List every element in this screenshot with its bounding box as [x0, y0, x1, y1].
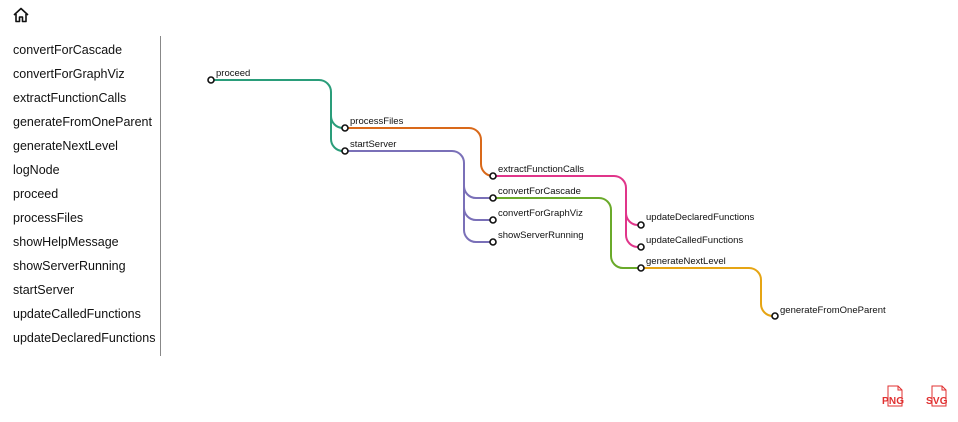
function-list-item[interactable]: convertForCascade [13, 43, 123, 57]
node-generateNextLevel[interactable] [637, 264, 645, 272]
function-list-item[interactable]: generateFromOneParent [13, 115, 152, 129]
node-label: processFiles [350, 116, 404, 127]
node-convertForGraphViz[interactable] [489, 216, 497, 224]
node-label: convertForGraphViz [498, 208, 583, 219]
function-list-item[interactable]: convertForGraphViz [13, 67, 125, 81]
node-label: showServerRunning [498, 230, 584, 241]
node-label: extractFunctionCalls [498, 164, 584, 175]
link-startServer [463, 186, 492, 221]
node-updateDeclaredFunctions[interactable] [637, 221, 645, 229]
node-startServer[interactable] [341, 147, 349, 155]
link-extractFunctionCalls [625, 213, 641, 248]
node-label: convertForCascade [498, 186, 581, 197]
node-label: generateFromOneParent [780, 305, 886, 316]
function-list-item[interactable]: updateCalledFunctions [13, 307, 141, 321]
function-list-item[interactable]: startServer [13, 283, 75, 297]
node-label: updateCalledFunctions [646, 235, 743, 246]
node-label: startServer [350, 139, 396, 150]
node-updateCalledFunctions[interactable] [637, 243, 645, 251]
node-showServerRunning[interactable] [489, 238, 497, 246]
function-list-item[interactable]: proceed [13, 187, 59, 201]
function-list: convertForCascade convertForGraphViz ext… [0, 36, 161, 356]
link-convertForCascade [493, 197, 641, 269]
function-list-item[interactable]: generateNextLevel [13, 139, 118, 153]
node-processFiles[interactable] [341, 124, 349, 132]
function-list-item[interactable]: updateDeclaredFunctions [13, 331, 156, 345]
download-svg-button[interactable]: SVG [924, 384, 954, 412]
function-list-item[interactable]: extractFunctionCalls [13, 91, 127, 105]
download-png-button[interactable]: PNG [880, 384, 910, 412]
svg-file-icon [931, 385, 947, 407]
png-file-icon [887, 385, 903, 407]
node-label: proceed [216, 68, 250, 79]
function-list-item[interactable]: logNode [13, 163, 60, 177]
function-list-item[interactable]: showHelpMessage [13, 235, 119, 249]
link-startServer [345, 150, 492, 199]
node-extractFunctionCalls[interactable] [489, 172, 497, 180]
node-proceed[interactable] [207, 76, 215, 84]
node-label: updateDeclaredFunctions [646, 212, 755, 223]
link-generateNextLevel [641, 267, 775, 317]
svg-label: SVG [926, 396, 948, 407]
node-label: generateNextLevel [646, 256, 726, 267]
node-convertForCascade[interactable] [489, 194, 497, 202]
function-list-item[interactable]: processFiles [13, 211, 84, 225]
png-label: PNG [882, 396, 905, 407]
function-list-item[interactable]: showServerRunning [13, 259, 126, 273]
link-proceed [211, 79, 344, 129]
link-processFiles [345, 127, 494, 177]
home-icon[interactable] [12, 6, 30, 24]
link-extractFunctionCalls [493, 175, 641, 226]
node-generateFromOneParent[interactable] [771, 312, 779, 320]
link-startServer [463, 208, 492, 243]
